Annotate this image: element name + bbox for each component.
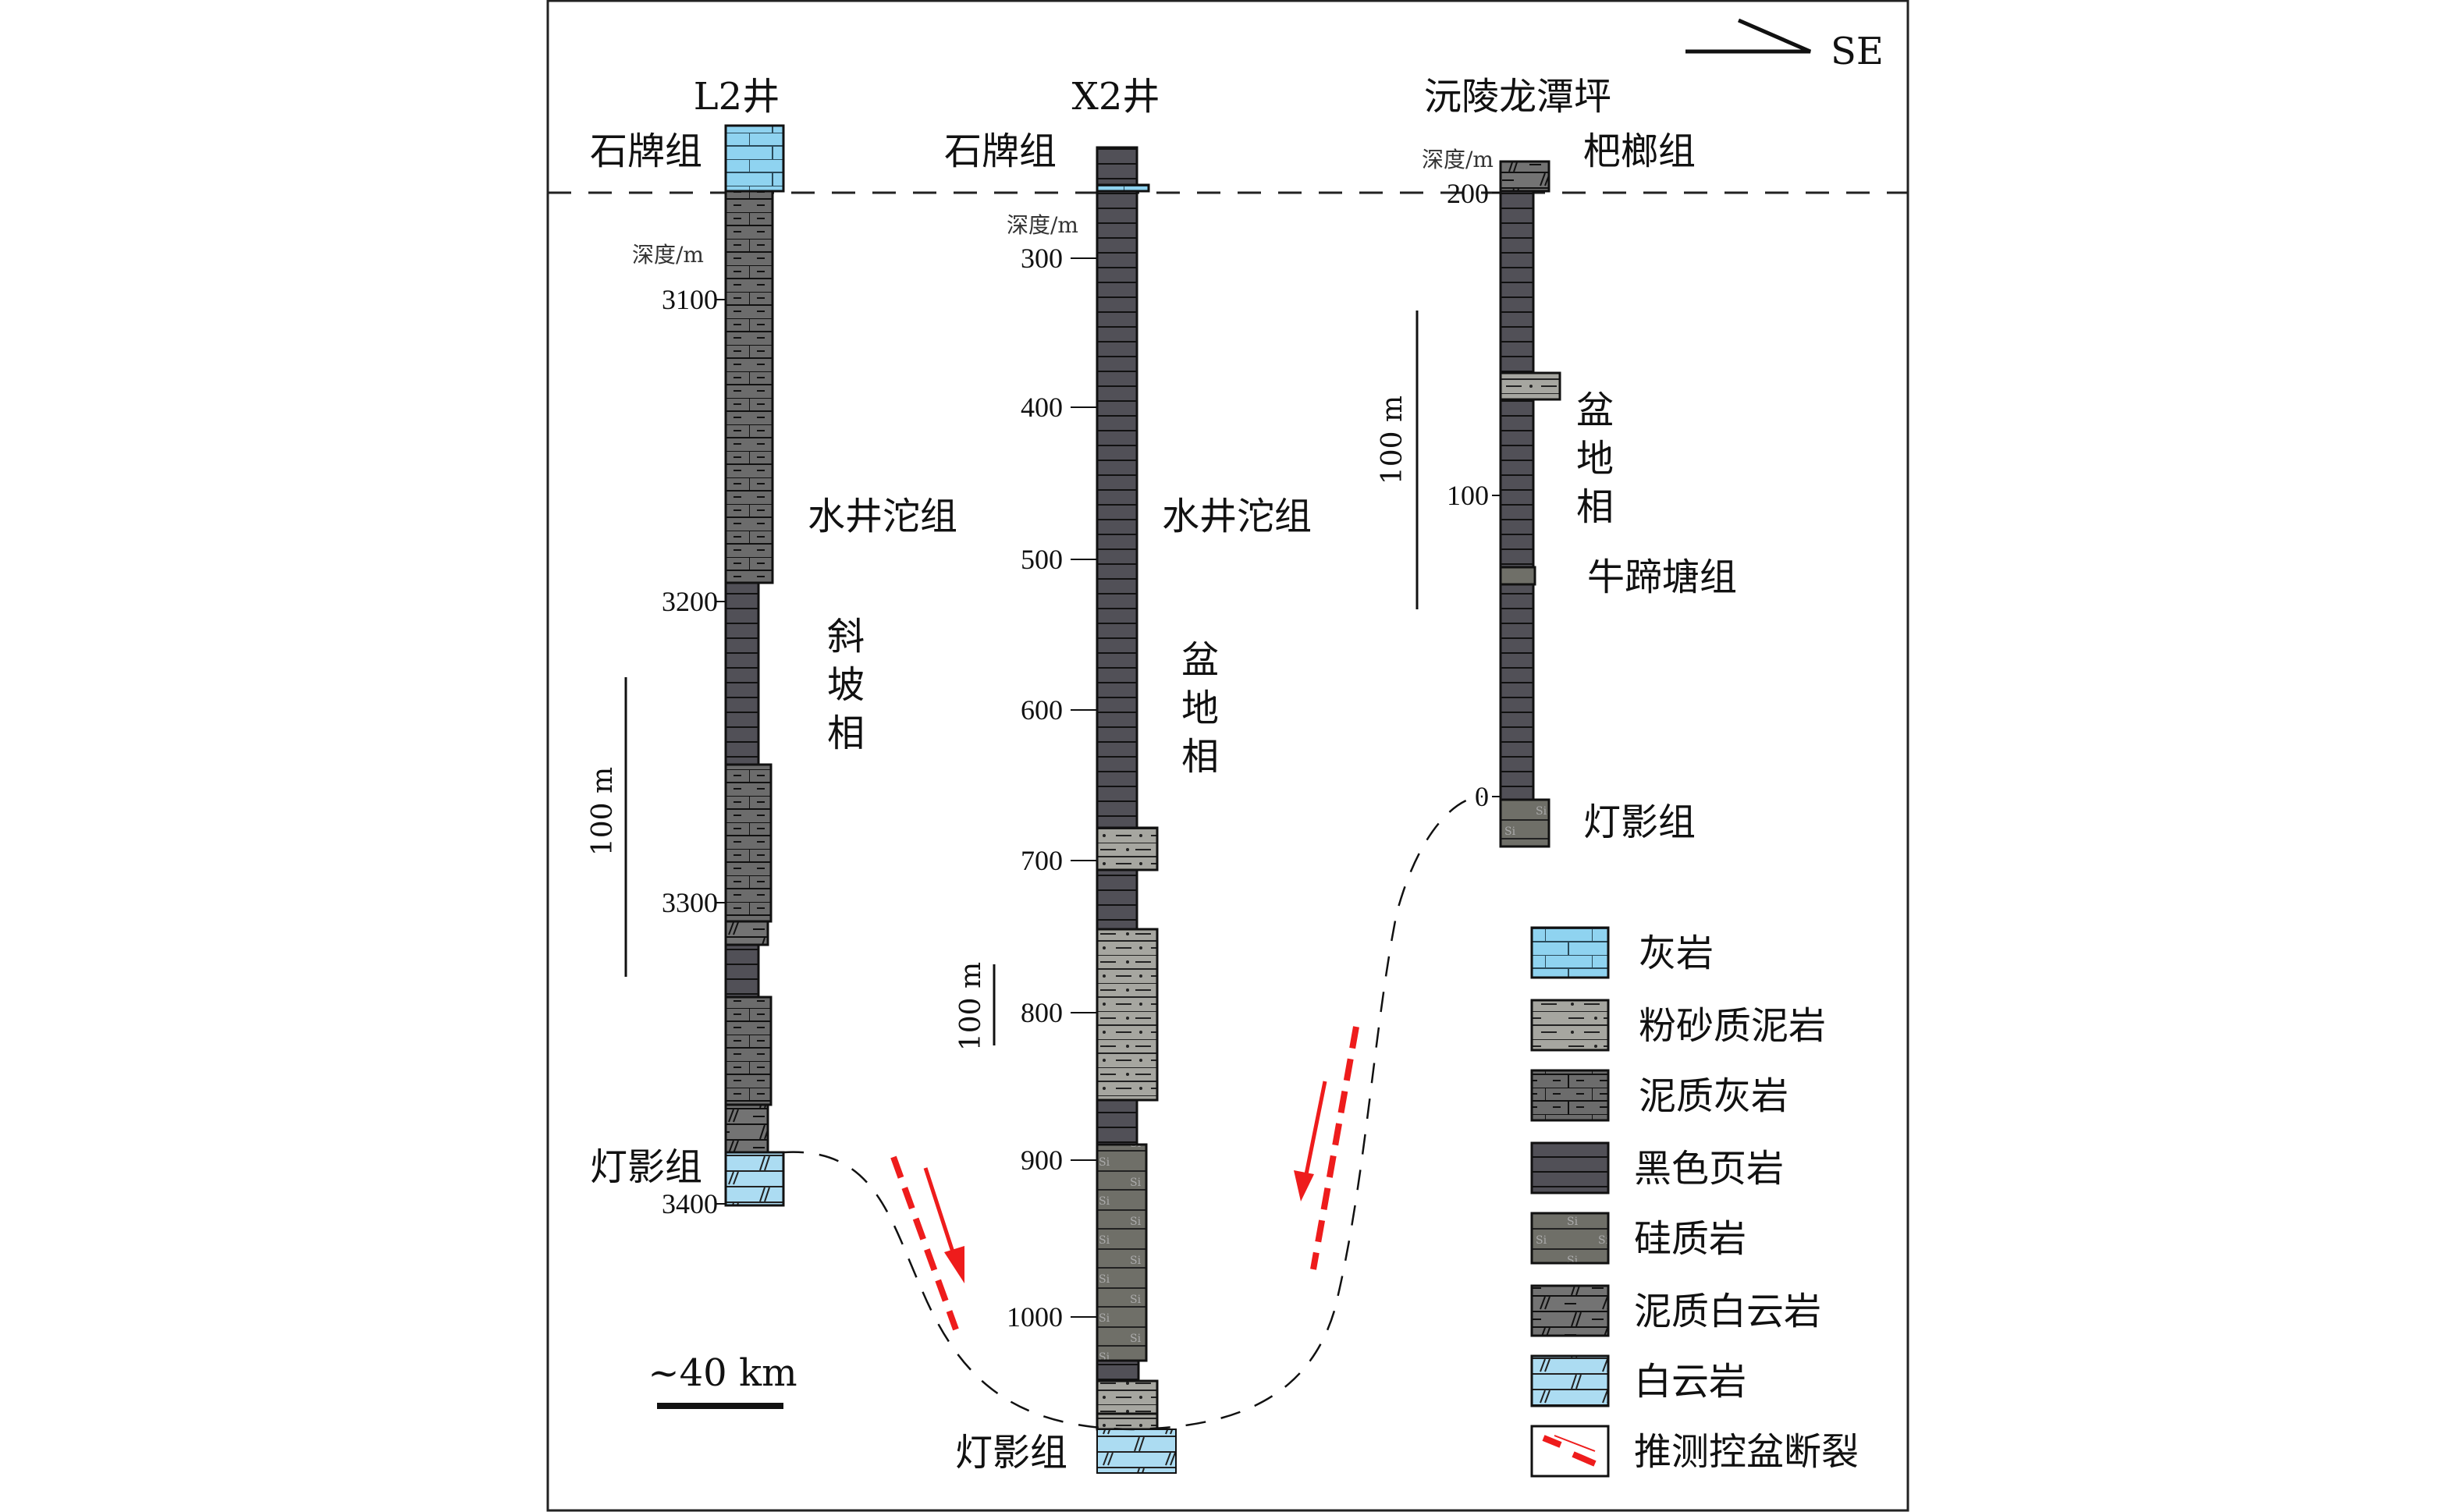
depth-tick: 3400	[662, 1188, 718, 1219]
arrow-head-icon	[1294, 1170, 1314, 1201]
depth-tick: 400	[1021, 392, 1063, 423]
legend	[1530, 926, 1610, 1478]
facies-label: 盆地相	[1569, 390, 1613, 535]
legend-label: 泥质灰岩	[1639, 1074, 1788, 1118]
lithology-column	[1096, 146, 1177, 1474]
horizontal-scale-label: ~40 km	[648, 1351, 797, 1395]
layer-silty-mudstone	[1096, 826, 1159, 871]
vertical-scale-label: 100 m	[955, 962, 987, 1051]
layer-siliceous-rock	[1096, 1143, 1148, 1362]
legend-swatch-black-shale	[1530, 1141, 1610, 1194]
layer-dolomite	[724, 1151, 785, 1207]
legend-label: 粉砂质泥岩	[1639, 1004, 1826, 1048]
legend-swatch-dolomite	[1530, 1354, 1610, 1407]
legend-swatch-inferred-fault	[1530, 1425, 1610, 1478]
depth-tick: 800	[1021, 997, 1063, 1028]
layer-dolomite	[1096, 1429, 1177, 1474]
layer-limestone	[724, 124, 785, 193]
depth-tick: 500	[1021, 544, 1063, 575]
basin-outline	[783, 795, 1483, 1431]
formation-label: 水井沱组	[1162, 495, 1312, 538]
horizontal-scale-bar	[657, 1403, 783, 1409]
legend-label: 黑色页岩	[1634, 1147, 1784, 1191]
well-name: 沅陵龙潭坪	[1424, 75, 1611, 119]
section-longtanping: 沅陵龙潭坪 杷榔组 深度/m 200 100 0 100 m 盆地相 牛蹄塘组 …	[1376, 75, 1737, 848]
depth-tick: 700	[1021, 845, 1063, 876]
layer-black-shale	[1499, 190, 1535, 801]
layer-silty-mudstone	[1096, 1412, 1159, 1431]
base-formation-label: 灯影组	[1583, 800, 1696, 844]
direction-arrow: SE	[1685, 18, 1884, 73]
fault-icon	[1542, 1435, 1597, 1467]
horizontal-scale: ~40 km	[648, 1351, 797, 1409]
layer-black-shale	[1096, 1099, 1138, 1146]
facies-label: 盆地相	[1174, 640, 1218, 785]
layer-argillaceous-dolomite	[724, 1103, 769, 1154]
layer-silty-mudstone	[1096, 928, 1159, 1102]
layer-silty-mudstone	[1096, 1379, 1159, 1415]
layer-argillaceous-limestone	[724, 763, 773, 923]
vertical-scale-label: 100 m	[587, 767, 619, 856]
layer-black-shale	[724, 581, 760, 766]
facies-label: 斜坡相	[820, 616, 864, 761]
depth-tick: 3200	[662, 586, 718, 617]
legend-label: 推测控盆断裂	[1634, 1430, 1859, 1474]
lithology-column	[724, 124, 785, 1207]
top-formation-label: 杷榔组	[1583, 130, 1696, 173]
layer-limestone	[1096, 183, 1150, 193]
base-formation-label: 灯影组	[590, 1145, 702, 1189]
vertical-scale-label: 100 m	[1376, 396, 1408, 484]
depth-tick: 1000	[1007, 1301, 1063, 1333]
legend-labels: 灰岩 粉砂质泥岩 泥质灰岩 黑色页岩 硅质岩 泥质白云岩 白云岩 推测控盆断裂	[1634, 932, 1859, 1474]
layer-silty-mudstone	[1499, 371, 1561, 401]
depth-unit-label: 深度/m	[632, 242, 704, 268]
formation-label: 牛蹄塘组	[1587, 555, 1737, 599]
layer-siliceous-rock	[1499, 566, 1536, 586]
depth-tick: 600	[1021, 694, 1063, 726]
top-formation-label: 石牌组	[944, 130, 1057, 173]
well-name: X2井	[1072, 75, 1160, 119]
depth-tick: 100	[1447, 480, 1489, 511]
depth-tick: 200	[1447, 178, 1489, 209]
formation-label: 水井沱组	[808, 495, 957, 538]
legend-swatch-argillaceous-limestone	[1530, 1069, 1610, 1122]
layer-argillaceous-dolomite	[1499, 160, 1550, 193]
base-formation-label: 灯影组	[955, 1431, 1067, 1475]
depth-tick: 300	[1021, 243, 1063, 274]
well-x2: X2井 石牌组 深度/m 300 400 500 600 700 800 900…	[944, 75, 1312, 1475]
legend-label: 灰岩	[1639, 932, 1714, 975]
legend-label: 白云岩	[1634, 1360, 1746, 1404]
legend-label: 泥质白云岩	[1634, 1290, 1821, 1333]
layer-argillaceous-limestone	[724, 996, 773, 1106]
top-formation-label: 石牌组	[590, 130, 702, 173]
depth-unit-label: 深度/m	[1007, 212, 1078, 238]
lithology-column	[1499, 160, 1561, 848]
layer-argillaceous-dolomite	[724, 920, 769, 946]
layer-black-shale	[1096, 146, 1138, 829]
legend-swatch-limestone	[1530, 926, 1610, 979]
figure-frame	[546, 0, 1909, 1512]
depth-tick: 3300	[662, 887, 718, 918]
well-name: L2井	[694, 75, 780, 119]
legend-label: 硅质岩	[1634, 1217, 1746, 1261]
legend-swatch-silty-mudstone	[1530, 999, 1610, 1052]
depth-tick: 3100	[662, 284, 718, 315]
direction-label: SE	[1831, 30, 1884, 73]
layer-black-shale	[1096, 1359, 1140, 1382]
depth-unit-label: 深度/m	[1422, 147, 1494, 172]
inferred-fault-left	[890, 1155, 964, 1331]
well-l2: L2井 石牌组 深度/m 3100 3200 3300 3400 100 m 水…	[587, 75, 957, 1219]
depth-tick: 900	[1021, 1145, 1063, 1176]
layer-black-shale	[724, 943, 760, 999]
layer-black-shale	[1096, 868, 1138, 931]
layer-siliceous-rock	[1499, 798, 1550, 848]
legend-swatch-siliceous-rock	[1530, 1212, 1610, 1265]
layer-argillaceous-limestone	[724, 190, 774, 584]
legend-swatch-argillaceous-dolomite	[1530, 1284, 1610, 1337]
inferred-fault-right	[1294, 1026, 1359, 1270]
arrow-head-icon	[944, 1246, 964, 1283]
